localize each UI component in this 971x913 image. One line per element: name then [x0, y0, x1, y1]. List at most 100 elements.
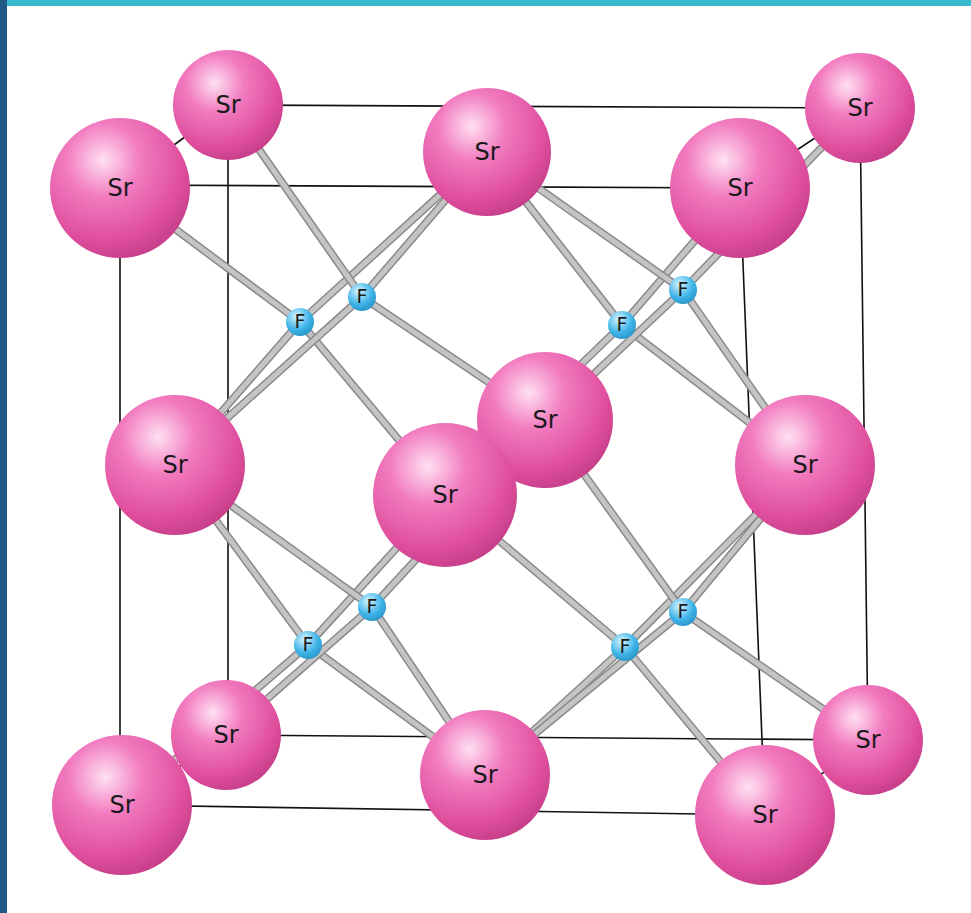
bond-stroke [309, 333, 399, 440]
strontium-atom: Sr [373, 423, 517, 567]
bond [309, 333, 399, 440]
bond-stroke [217, 521, 300, 633]
bond [217, 521, 300, 633]
bond-stroke [694, 620, 822, 709]
bond-stroke [232, 506, 361, 599]
bond [371, 200, 445, 286]
bond-stroke [259, 150, 354, 285]
bond-stroke [539, 189, 671, 282]
bond [259, 150, 354, 285]
bond [176, 230, 289, 314]
bond [694, 620, 822, 709]
top-band [0, 0, 971, 6]
bond-stroke [526, 202, 613, 314]
atom-label: F [303, 635, 314, 654]
bond-stroke [217, 521, 300, 633]
fluorine-atom: F [358, 593, 386, 621]
strontium-atom: Sr [735, 395, 875, 535]
atom-label: F [678, 602, 689, 621]
bond [585, 475, 675, 600]
bond-stroke [585, 475, 675, 600]
atom-label: F [367, 597, 378, 616]
atom-label: F [620, 637, 631, 656]
strontium-atom: Sr [423, 88, 551, 216]
bond [380, 619, 449, 721]
strontium-atom: Sr [695, 745, 835, 885]
strontium-atom: Sr [105, 395, 245, 535]
bond-stroke [634, 658, 720, 762]
atom-label: Sr [215, 93, 240, 117]
atom-label: Sr [474, 140, 499, 164]
bond-stroke [533, 656, 615, 731]
atom-label: Sr [752, 803, 777, 827]
bond-stroke [633, 333, 749, 422]
bond-stroke [594, 300, 672, 374]
bond-stroke [535, 621, 672, 734]
bond-stroke [692, 519, 760, 601]
atom-label: Sr [792, 453, 817, 477]
bond [535, 621, 672, 734]
fluorine-atom: F [348, 283, 376, 311]
fluorine-atom: F [286, 308, 314, 336]
strontium-atom: Sr [50, 118, 190, 258]
bond-stroke [500, 541, 614, 638]
strontium-atom: Sr [171, 680, 281, 790]
bond-stroke [535, 621, 672, 734]
atom-label: Sr [107, 176, 132, 200]
fluorine-atom: F [669, 598, 697, 626]
bond-stroke [371, 200, 445, 286]
bond-stroke [267, 616, 361, 699]
strontium-atom: Sr [52, 735, 192, 875]
bond-stroke [227, 306, 352, 418]
atom-label: Sr [847, 96, 872, 120]
fluorine-atom: F [294, 631, 322, 659]
bond-stroke [594, 300, 672, 374]
bond-stroke [634, 658, 720, 762]
atom-label: F [617, 315, 628, 334]
bond-stroke [232, 506, 361, 599]
atom-label: F [295, 312, 306, 331]
fluorine-atom: F [608, 311, 636, 339]
bond-stroke [380, 619, 449, 721]
bond [594, 300, 672, 374]
bond-stroke [267, 616, 361, 699]
atom-label: Sr [162, 453, 187, 477]
bond [227, 306, 352, 418]
bond [691, 301, 765, 407]
bond-stroke [526, 202, 613, 314]
bond-stroke [692, 519, 760, 601]
atom-label: Sr [472, 763, 497, 787]
atom-label: Sr [213, 723, 238, 747]
bond-stroke [691, 301, 765, 407]
bond [374, 305, 489, 382]
bond-stroke [176, 230, 289, 314]
fluorine-atom: F [611, 633, 639, 661]
bond-stroke [371, 200, 445, 286]
atom-label: F [678, 280, 689, 299]
atom-label: Sr [727, 176, 752, 200]
bond-stroke [374, 305, 489, 382]
side-band [0, 0, 7, 913]
bond-stroke [633, 333, 749, 422]
bond [539, 189, 671, 282]
bond [692, 519, 760, 601]
bond-stroke [539, 189, 671, 282]
atom-label: Sr [532, 408, 557, 432]
bond-stroke [585, 475, 675, 600]
atom-label: Sr [109, 793, 134, 817]
fluorine-atom: F [669, 276, 697, 304]
atom-label: Sr [432, 483, 457, 507]
bond [232, 506, 361, 599]
strontium-atom: Sr [813, 685, 923, 795]
bond-stroke [227, 306, 352, 418]
bond-stroke [533, 656, 615, 731]
bond-stroke [500, 541, 614, 638]
bond-stroke [691, 301, 765, 407]
bond-stroke [374, 305, 489, 382]
bond-stroke [694, 620, 822, 709]
bond [533, 656, 615, 731]
bond-stroke [309, 333, 399, 440]
bond-stroke [259, 150, 354, 285]
strontium-atom: Sr [420, 710, 550, 840]
